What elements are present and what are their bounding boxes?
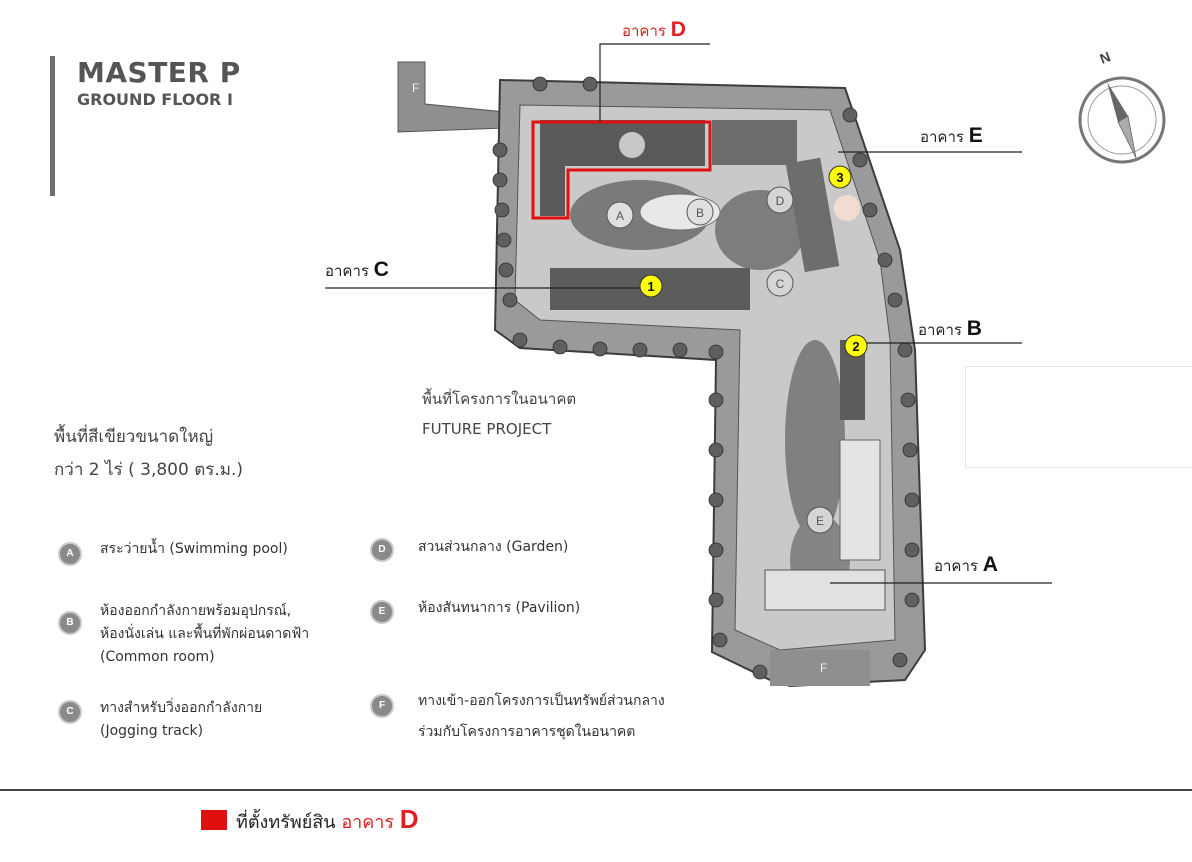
legend-icon-f: F	[370, 694, 394, 718]
building-d-highlight	[531, 120, 712, 220]
marker-3-label: 3	[836, 170, 843, 185]
marker-1	[639, 274, 663, 298]
future-project-th: พื้นที่โครงการในอนาคต	[422, 390, 577, 408]
legend-b-line3: (Common room)	[100, 649, 215, 665]
building-e-block	[712, 120, 797, 165]
green-area-line2: กว่า 2 ไร่ ( 3,800 ตร.ม.)	[54, 460, 244, 480]
map-letter-a: A	[616, 209, 624, 223]
footer-prefix: อาคาร	[341, 812, 395, 833]
building-e-label: อาคาร E	[920, 124, 983, 149]
legend-item-d: สวนส่วนกลาง (Garden)	[418, 536, 568, 559]
legend-c-line1: ทางสำหรับวิ่งออกกำลังกาย	[100, 700, 263, 716]
building-c-label: อาคาร C	[325, 258, 389, 283]
map-letter-d: D	[776, 194, 785, 208]
building-b-prefix: อาคาร	[918, 321, 962, 339]
map-letter-f-top: F	[412, 81, 419, 95]
compass-icon: N	[1078, 48, 1166, 164]
marker-3	[828, 165, 852, 189]
building-a-prefix: อาคาร	[934, 557, 978, 575]
legend-f-line1: ทางเข้า-ออกโครงการเป็นทรัพย์ส่วนกลาง	[418, 693, 665, 709]
footer-red-swatch	[201, 810, 227, 830]
title-accent-bar	[50, 56, 55, 196]
entrance-road-f	[397, 61, 506, 133]
property-markers: 1 2 3	[639, 165, 868, 358]
map-letter-f-bottom: F	[820, 661, 827, 675]
building-a-block	[764, 569, 886, 611]
building-b-letter: B	[966, 317, 982, 340]
legend-c-line2: (Jogging track)	[100, 723, 204, 739]
marker-2	[844, 334, 868, 358]
footer-letter: D	[399, 804, 419, 834]
legend-item-e: ห้องสันทนาการ (Pavilion)	[418, 597, 580, 620]
map-letter-c: C	[776, 277, 785, 291]
page-subtitle: GROUND FLOOR I	[77, 90, 233, 109]
legend-item-b: ห้องออกกำลังกายพร้อมอุปกรณ์, ห้องนั่งเล่…	[100, 600, 309, 669]
legend-b-line2: ห้องนั่งเล่น และพื้นที่พักผ่อนดาดฟ้า	[100, 626, 310, 642]
building-a-letter: A	[982, 553, 998, 576]
building-d-block	[540, 166, 565, 216]
legend-item-a: สระว่ายน้ำ (Swimming pool)	[100, 538, 288, 561]
legend-a-line1: สระว่ายน้ำ (Swimming pool)	[100, 541, 288, 557]
building-e-prefix: อาคาร	[920, 128, 964, 146]
map-letter-b: B	[696, 206, 704, 220]
entrance-road-f-bottom	[770, 650, 870, 686]
legend-d-line1: สวนส่วนกลาง (Garden)	[418, 539, 569, 555]
green-area-line1: พื้นที่สีเขียวขนาดใหญ่	[54, 427, 214, 447]
marker-1-label: 1	[647, 279, 654, 294]
tree-row	[492, 76, 920, 680]
garden-patch	[785, 340, 845, 540]
map-amenity-markers: A B C D E F F	[412, 81, 834, 675]
legend-e-line1: ห้องสันทนาการ (Pavilion)	[418, 600, 581, 616]
building-e-block	[785, 157, 840, 273]
legend-icon-a: A	[58, 542, 82, 566]
building-d-label: อาคาร D	[622, 18, 686, 43]
building-d-letter: D	[670, 18, 686, 41]
future-project-en: FUTURE PROJECT	[422, 420, 552, 438]
footer-divider	[0, 789, 1192, 791]
legend-b-line1: ห้องออกกำลังกายพร้อมอุปกรณ์,	[100, 603, 292, 619]
building-c-prefix: อาคาร	[325, 262, 369, 280]
legend-icon-c: C	[58, 700, 82, 724]
building-c-letter: C	[373, 258, 389, 281]
compass-n-label: N	[1098, 48, 1113, 66]
legend-item-c: ทางสำหรับวิ่งออกกำลังกาย (Jogging track)	[100, 697, 262, 743]
building-d-prefix: อาคาร	[622, 22, 666, 40]
footer-caption: ที่ตั้งทรัพย์สิน อาคาร D	[236, 804, 419, 836]
leader-lines	[325, 43, 1052, 584]
blank-panel	[965, 366, 1192, 468]
building-e-dot	[834, 195, 860, 221]
footer-label: ที่ตั้งทรัพย์สิน	[236, 812, 336, 833]
building-e-letter: E	[968, 124, 983, 147]
legend-item-f: ทางเข้า-ออกโครงการเป็นทรัพย์ส่วนกลาง ร่ว…	[418, 690, 665, 744]
legend-icon-d: D	[370, 538, 394, 562]
legend-f-line2: ร่วมกับโครงการอาคารชุดในอนาคต	[418, 724, 636, 740]
legend-icon-e: E	[370, 600, 394, 624]
parking-area	[839, 439, 881, 561]
map-letter-e: E	[816, 514, 824, 528]
building-a-label: อาคาร A	[934, 553, 998, 578]
marker-2-label: 2	[852, 339, 859, 354]
building-d-dot	[619, 132, 645, 158]
building-b-label: อาคาร B	[918, 317, 982, 342]
legend-icon-b: B	[58, 611, 82, 635]
page-title: MASTER P	[77, 56, 241, 89]
